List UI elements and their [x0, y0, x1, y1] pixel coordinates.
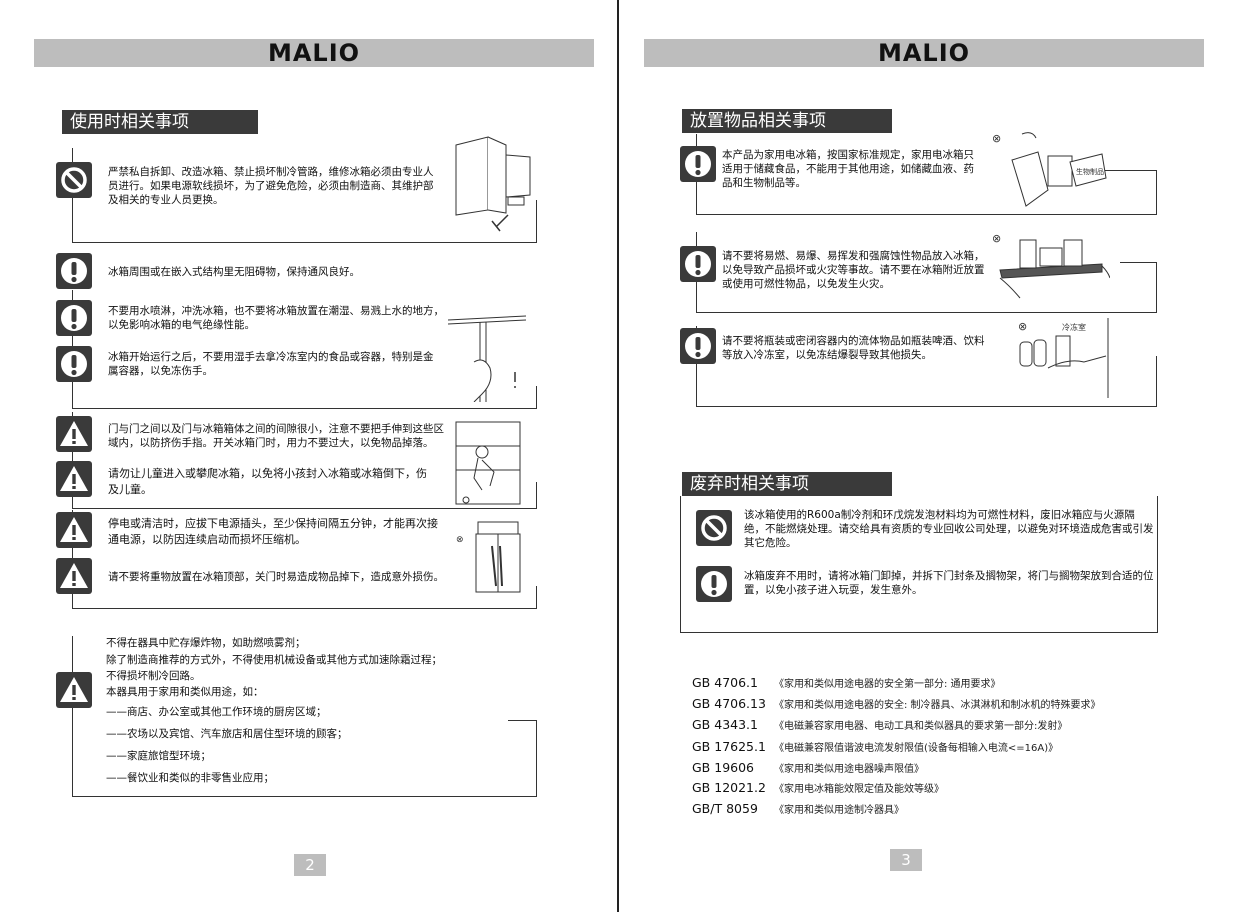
item-text: 冰箱周围或在嵌入式结构里无阻碍物，保持通风良好。 — [108, 266, 360, 278]
section-title-text: 放置物品相关事项 — [690, 111, 826, 131]
prohibit-icon — [56, 162, 92, 198]
section-title-disposal: 废弃时相关事项 — [676, 472, 892, 496]
standard-row: GB 12021.2 《家用电冰箱能效限定值及能效等级》 — [692, 779, 944, 799]
exclamation-icon — [680, 328, 716, 364]
item-text: 请不要将易燃、易爆、易挥发和强腐蚀性物品放入冰箱，以免导致产品损坏或火灾等事故。… — [722, 250, 985, 290]
wet-hand-illustration — [448, 312, 530, 402]
left-page: MALIO 使用时相关事项 严禁私自拆卸、改造冰箱、禁止损坏制冷管路，维修冰箱必… — [0, 0, 616, 912]
standard-title: 《电磁兼容限值谐波电流发射限值(设备每相输入电流<=16A)》 — [773, 743, 1059, 754]
standard-code: GB 19606 — [692, 760, 754, 775]
item-text: 冰箱开始运行之后，不要用湿手去拿冷冻室内的食品或容器，特别是金属容器，以免冻伤手… — [108, 351, 434, 377]
section-title-text: 废弃时相关事项 — [690, 474, 809, 494]
standard-code: GB 12021.2 — [692, 780, 766, 795]
frame-edge — [536, 386, 537, 408]
frame-edge — [536, 200, 537, 242]
freezer-bottles-illustration: ⊗ 冷冻室 — [1018, 318, 1128, 398]
exclamation-icon — [680, 246, 716, 282]
item-text: 严禁私自拆卸、改造冰箱、禁止损坏制冷管路，维修冰箱必须由专业人员进行。如果电源软… — [108, 166, 434, 206]
fridge-repair-illustration — [448, 135, 538, 235]
item-frame — [696, 326, 1157, 407]
frame-edge — [536, 586, 537, 608]
heavy-object-illustration: ⊗ — [456, 516, 528, 596]
item-text: 本产品为家用电冰箱，按国家标准规定，家用电冰箱只适用于储藏食品，不能用于其他用途… — [722, 149, 974, 189]
standard-row: GB 17625.1 《电磁兼容限值谐波电流发射限值(设备每相输入电流<=16A… — [692, 738, 1058, 758]
warning-triangle-icon — [56, 416, 92, 452]
item-text: 冰箱废弃不用时，请将冰箱门卸掉，并拆下门封条及搁物架，将门与搁物架放到合适的位置… — [744, 570, 1154, 596]
note-line: ——商店、办公室或其他工作环境的厨房区域； — [106, 706, 327, 718]
frame-edge — [536, 482, 537, 508]
item-frame — [72, 412, 537, 509]
standard-code: GB 4343.1 — [692, 717, 758, 732]
svg-text:⊗: ⊗ — [456, 535, 464, 545]
note-line: 不得损坏制冷回路。 — [106, 670, 201, 682]
note-line: 除了制造商推荐的方式外，不得使用机械设备或其他方式加速除霜过程； — [106, 654, 442, 666]
warning-triangle-icon — [56, 672, 92, 708]
svg-text:⊗: ⊗ — [992, 132, 1001, 145]
item-text: 不要用水喷淋，冲洗冰箱，也不要将冰箱放置在潮湿、易溅上水的地方，以免影响冰箱的电… — [108, 305, 444, 331]
page-number: 2 — [294, 854, 326, 876]
brand-logo: MALIO — [267, 39, 361, 67]
standard-title: 《家用和类似用途制冷器具》 — [773, 805, 904, 816]
warning-triangle-icon — [56, 512, 92, 548]
frame-edge — [1156, 356, 1157, 406]
warning-triangle-icon — [56, 461, 92, 497]
standard-row: GB 19606 《家用和类似用途电器噪声限值》 — [692, 759, 924, 779]
standard-title: 《家用和类似用途电器的安全第一部分: 通用要求》 — [773, 679, 1001, 690]
header-bar: MALIO — [34, 39, 594, 67]
page-number: 3 — [890, 849, 922, 871]
bio-label: 生物制品 — [1076, 167, 1104, 176]
frame-edge — [508, 720, 536, 721]
svg-text:⊗: ⊗ — [1018, 320, 1027, 333]
frame-edge — [536, 720, 537, 796]
note-line: ——农场以及宾馆、汽车旅店和居住型环境的顾客； — [106, 728, 348, 740]
item-text: 请不要将瓶装或密闭容器内的流体物品如瓶装啤酒、饮料等放入冷冻室，以免冻结爆裂导致… — [722, 335, 985, 361]
flammable-items-illustration: ⊗ — [990, 226, 1110, 306]
exclamation-icon — [56, 346, 92, 382]
standard-row: GB 4706.13 《家用和类似用途电器的安全: 制冷器具、冰淇淋机和制冰机的… — [692, 695, 1101, 715]
note-line: ——餐饮业和类似的非零售业应用； — [106, 772, 274, 784]
right-page: MALIO 放置物品相关事项 本产品为家用电冰箱，按国家标准规定，家用电冰箱只适… — [620, 0, 1236, 912]
item-text: 门与门之间以及门与冰箱箱体之间的间隙很小，注意不要把手伸到这些区域内，以防挤伤手… — [108, 423, 444, 449]
standard-row: GB 4706.1 《家用和类似用途电器的安全第一部分: 通用要求》 — [692, 674, 1001, 694]
header-bar: MALIO — [644, 39, 1204, 67]
warning-triangle-icon — [56, 558, 92, 594]
standard-row: GB/T 8059 《家用和类似用途制冷器具》 — [692, 800, 904, 820]
standard-row: GB 4343.1 《电磁兼容家用电器、电动工具和类似器具的要求第一部分:发射》 — [692, 716, 1067, 736]
svg-text:⊗: ⊗ — [992, 232, 1001, 245]
note-line: 不得在器具中贮存爆炸物，如助燃喷雾剂； — [106, 637, 306, 649]
frame-edge — [1100, 170, 1156, 171]
child-climbing-illustration — [452, 416, 524, 506]
standard-code: GB/T 8059 — [692, 801, 758, 816]
notes-frame — [72, 636, 537, 797]
freezer-label: 冷冻室 — [1062, 322, 1086, 332]
item-text: 请勿让儿童进入或攀爬冰箱，以免将小孩封入冰箱或冰箱倒下，伤及儿童。 — [108, 467, 427, 496]
brand-logo: MALIO — [877, 39, 971, 67]
note-line: ——家庭旅馆型环境； — [106, 750, 211, 762]
standard-title: 《家用电冰箱能效限定值及能效等级》 — [773, 784, 944, 795]
item-text: 请不要将重物放置在冰箱顶部，关门时易造成物品掉下，造成意外损伤。 — [108, 571, 444, 583]
standard-code: GB 4706.1 — [692, 675, 758, 690]
prohibit-icon — [696, 510, 732, 546]
section-title-text: 使用时相关事项 — [70, 112, 189, 132]
item-text: 该冰箱使用的R600a制冷剂和环戊烷发泡材料均为可燃性材料，废旧冰箱应与火源隔绝… — [744, 509, 1154, 549]
note-line: 本器具用于家用和类似用途，如： — [106, 686, 264, 698]
medicine-storage-illustration: ⊗ 生物制品 — [992, 130, 1108, 214]
standard-code: GB 17625.1 — [692, 739, 766, 754]
section-title-placing: 放置物品相关事项 — [676, 109, 892, 133]
standard-code: GB 4706.13 — [692, 696, 766, 711]
exclamation-icon — [680, 146, 716, 182]
standard-title: 《家用和类似用途电器噪声限值》 — [773, 764, 924, 775]
exclamation-icon — [56, 300, 92, 336]
disposal-frame — [680, 496, 1158, 633]
standard-title: 《家用和类似用途电器的安全: 制冷器具、冰淇淋机和制冰机的特殊要求》 — [773, 700, 1101, 711]
frame-edge — [1156, 170, 1157, 214]
exclamation-icon — [696, 566, 732, 602]
exclamation-icon — [56, 253, 92, 289]
section-title-usage: 使用时相关事项 — [56, 110, 258, 134]
page-divider — [617, 0, 619, 912]
frame-edge — [1156, 262, 1157, 312]
standard-title: 《电磁兼容家用电器、电动工具和类似器具的要求第一部分:发射》 — [773, 721, 1068, 732]
item-text: 停电或清洁时，应拔下电源插头，至少保持间隔五分钟，才能再次接通电源，以防因连续启… — [108, 517, 438, 546]
frame-edge — [1120, 262, 1156, 263]
